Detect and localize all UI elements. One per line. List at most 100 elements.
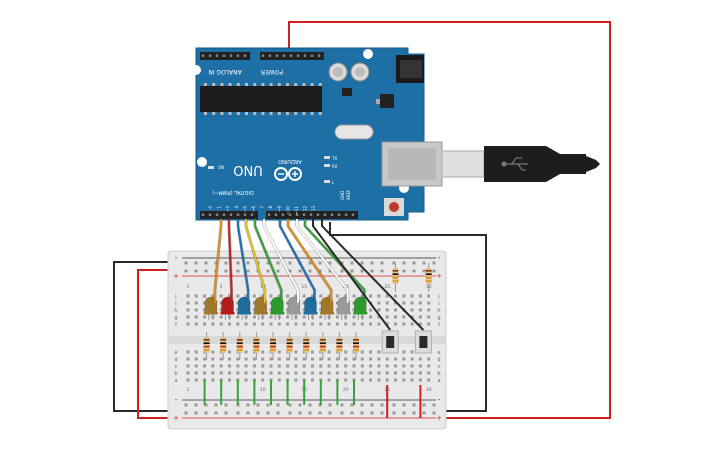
breadboard-hole[interactable] — [186, 315, 190, 319]
header-pin[interactable] — [296, 54, 300, 57]
rail-hole[interactable] — [204, 269, 208, 273]
breadboard-hole[interactable] — [252, 322, 256, 326]
rail-hole[interactable] — [432, 269, 436, 273]
header-pin[interactable] — [330, 213, 334, 216]
breadboard-hole[interactable] — [427, 308, 431, 312]
rail-hole[interactable] — [266, 403, 270, 407]
breadboard-hole[interactable] — [377, 301, 381, 305]
signal-wire[interactable] — [279, 219, 316, 303]
breadboard-hole[interactable] — [402, 294, 406, 298]
rail-hole[interactable] — [276, 403, 280, 407]
rail-hole[interactable] — [308, 411, 312, 415]
header-pin[interactable] — [201, 54, 205, 57]
breadboard-hole[interactable] — [194, 308, 198, 312]
breadboard-hole[interactable] — [410, 378, 414, 382]
button-signal-wire[interactable] — [312, 219, 392, 331]
breadboard-hole[interactable] — [335, 301, 339, 305]
rail-hole[interactable] — [328, 403, 332, 407]
breadboard-hole[interactable] — [203, 357, 207, 361]
header-pin[interactable] — [282, 54, 286, 57]
breadboard-hole[interactable] — [335, 315, 339, 319]
breadboard-hole[interactable] — [402, 301, 406, 305]
breadboard-hole[interactable] — [385, 364, 389, 368]
breadboard-hole[interactable] — [335, 322, 339, 326]
resistor[interactable] — [303, 337, 310, 353]
rail-hole[interactable] — [432, 411, 436, 415]
header-pin[interactable] — [243, 213, 247, 216]
breadboard-hole[interactable] — [244, 357, 248, 361]
breadboard-hole[interactable] — [327, 378, 331, 382]
header-pin[interactable] — [323, 213, 327, 216]
rail-hole[interactable] — [422, 269, 426, 273]
breadboard-hole[interactable] — [311, 378, 314, 382]
breadboard-hole[interactable] — [311, 364, 314, 368]
breadboard-hole[interactable] — [219, 301, 223, 305]
rail-hole[interactable] — [204, 411, 208, 415]
rail-hole[interactable] — [340, 411, 344, 415]
rail-hole[interactable] — [402, 261, 406, 265]
breadboard-hole[interactable] — [186, 301, 190, 305]
rail-hole[interactable] — [392, 411, 396, 415]
rail-hole[interactable] — [370, 411, 374, 415]
rail-hole[interactable] — [308, 269, 312, 273]
breadboard-hole[interactable] — [394, 294, 397, 298]
breadboard-hole[interactable] — [203, 301, 207, 305]
breadboard-hole[interactable] — [377, 315, 381, 319]
rail-hole[interactable] — [340, 403, 344, 407]
breadboard-hole[interactable] — [360, 371, 364, 375]
rail-hole[interactable] — [370, 269, 374, 273]
breadboard-hole[interactable] — [252, 364, 256, 368]
breadboard-hole[interactable] — [311, 294, 314, 298]
rail-hole[interactable] — [318, 261, 322, 265]
breadboard-hole[interactable] — [385, 294, 389, 298]
rail-hole[interactable] — [256, 403, 260, 407]
breadboard-hole[interactable] — [319, 371, 323, 375]
rail-hole[interactable] — [432, 403, 436, 407]
wire-5v-left-red[interactable] — [137, 269, 185, 419]
rail-hole[interactable] — [360, 403, 364, 407]
header-pin[interactable] — [281, 213, 285, 216]
breadboard-hole[interactable] — [302, 357, 306, 361]
breadboard-hole[interactable] — [410, 322, 414, 326]
header-pin[interactable] — [302, 213, 306, 216]
breadboard-hole[interactable] — [228, 364, 231, 368]
rail-hole[interactable] — [360, 261, 364, 265]
header-pin[interactable] — [229, 213, 233, 216]
rail-hole[interactable] — [194, 403, 198, 407]
breadboard-hole[interactable] — [327, 371, 331, 375]
breadboard-hole[interactable] — [418, 315, 422, 319]
rail-hole[interactable] — [276, 411, 280, 415]
push-button-cap[interactable] — [419, 336, 428, 348]
resistor[interactable] — [203, 337, 210, 353]
breadboard-hole[interactable] — [402, 364, 406, 368]
breadboard-hole[interactable] — [327, 322, 331, 326]
breadboard-hole[interactable] — [427, 364, 431, 368]
breadboard-hole[interactable] — [410, 357, 414, 361]
header-pin[interactable] — [222, 54, 226, 57]
rail-hole[interactable] — [412, 261, 416, 265]
header-pin[interactable] — [267, 213, 271, 216]
breadboard-hole[interactable] — [211, 322, 215, 326]
rail-hole[interactable] — [246, 403, 250, 407]
breadboard-hole[interactable] — [194, 371, 198, 375]
breadboard-hole[interactable] — [228, 322, 231, 326]
resistor[interactable] — [236, 337, 243, 353]
rail-hole[interactable] — [340, 261, 344, 265]
rail-hole[interactable] — [194, 269, 198, 273]
header-pin[interactable] — [215, 54, 219, 57]
breadboard-hole[interactable] — [294, 350, 298, 354]
breadboard-hole[interactable] — [236, 294, 240, 298]
breadboard-hole[interactable] — [360, 294, 364, 298]
breadboard-hole[interactable] — [261, 294, 265, 298]
rail-hole[interactable] — [184, 403, 188, 407]
signal-wire[interactable] — [254, 219, 283, 303]
breadboard-hole[interactable] — [311, 350, 314, 354]
breadboard-hole[interactable] — [286, 315, 290, 319]
breadboard-hole[interactable] — [186, 364, 190, 368]
breadboard-hole[interactable] — [427, 322, 431, 326]
breadboard-hole[interactable] — [369, 294, 373, 298]
rail-hole[interactable] — [224, 261, 228, 265]
header-pin[interactable] — [344, 213, 348, 216]
wire-gnd-right-black[interactable] — [329, 222, 487, 412]
breadboard-hole[interactable] — [335, 357, 339, 361]
